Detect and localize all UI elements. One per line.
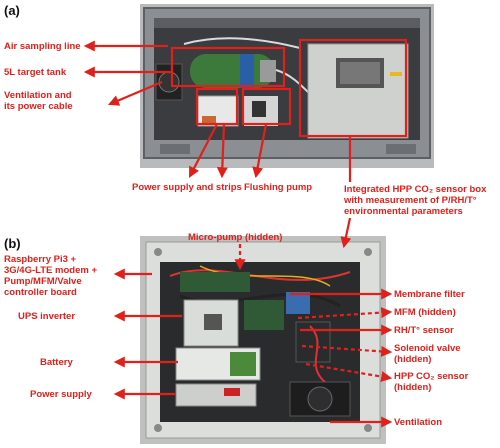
label-solenoid-2: (hidden)	[394, 354, 432, 365]
photo-b-enclosure	[140, 236, 386, 444]
label-sensor-box-2: with measurement of P/RH/T°	[344, 195, 477, 206]
photo-b-drawing	[140, 236, 386, 444]
label-controller-2: 3G/4G-LTE modem +	[4, 265, 97, 276]
label-flushing-pump: Flushing pump	[244, 182, 313, 193]
label-target-tank: 5L target tank	[4, 67, 67, 78]
label-controller-4: controller board	[4, 287, 77, 298]
label-hpp-1: HPP CO₂ sensor	[394, 371, 469, 382]
label-sensor-box-3: environmental parameters	[344, 206, 463, 217]
label-micro-pump: Micro-pump (hidden)	[188, 232, 283, 243]
label-controller-1: Raspberry Pi3 +	[4, 254, 77, 265]
label-power-strips: Power supply and strips	[132, 182, 242, 193]
panel-a-label: (a)	[4, 3, 20, 18]
label-membrane: Membrane filter	[394, 289, 465, 300]
label-air-sampling: Air sampling line	[4, 41, 81, 52]
label-solenoid-1: Solenoid valve	[394, 343, 461, 354]
label-ventilation-a-2: its power cable	[4, 101, 73, 112]
photo-a-case	[140, 4, 434, 168]
label-hpp-2: (hidden)	[394, 382, 432, 393]
label-controller-3: Pump/MFM/Valve	[4, 276, 82, 287]
label-power-supply: Power supply	[30, 389, 92, 400]
label-rh-t: RH/T° sensor	[394, 325, 454, 336]
label-ventilation-a-1: Ventilation and	[4, 90, 72, 101]
photo-a-drawing	[140, 4, 434, 168]
panel-b-label: (b)	[4, 236, 21, 251]
label-ventilation-b: Ventilation	[394, 417, 443, 428]
label-mfm: MFM (hidden)	[394, 307, 456, 318]
label-battery: Battery	[40, 357, 73, 368]
label-sensor-box-1: Integrated HPP CO₂ sensor box	[344, 184, 487, 195]
label-ups: UPS inverter	[18, 311, 76, 322]
